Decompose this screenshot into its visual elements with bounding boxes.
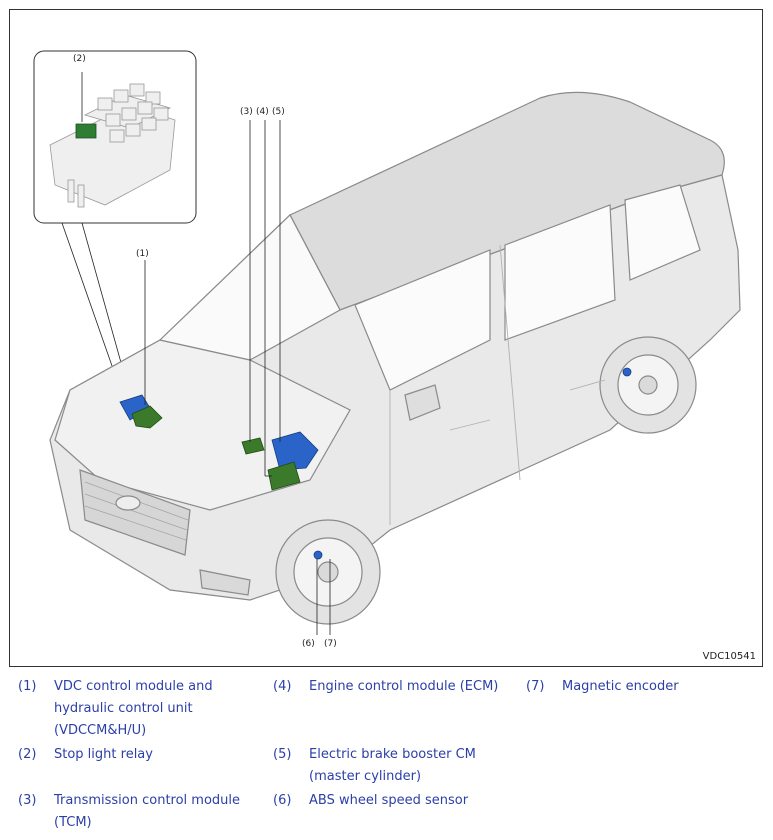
legend-text: Electric brake booster CM (master cylind… [309,747,476,784]
stop-light-relay-mark [75,123,97,139]
legend-text: Transmission control module (TCM) [54,793,241,830]
legend-item-6: (6) ABS wheel speed sensor [273,790,523,812]
legend-text: ABS wheel speed sensor [309,793,469,808]
wheel-sensor-rear [622,367,632,377]
tcm-mark [241,437,265,455]
vehicle-illustration [33,50,741,635]
legend-item-2: (2) Stop light relay [18,744,268,766]
leader-lines [144,120,331,635]
legend-number: (2) [18,747,37,762]
callout-5: (5) [272,107,285,117]
legend-number: (5) [273,747,292,762]
callout-3: (3) [240,107,253,117]
legend-number: (1) [18,679,37,694]
legend-item-5: (5) Electric brake booster CM (master cy… [273,744,523,788]
ecm-mark [267,461,301,491]
legend-number: (7) [526,679,545,694]
legend-item-3: (3) Transmission control module (TCM) [18,790,268,834]
legend-text: Engine control module (ECM) [309,679,499,694]
figure-id: VDC10541 [702,651,756,662]
legend-item-7: (7) Magnetic encoder [526,676,756,698]
callout-7: (7) [324,639,337,649]
legend: (1) VDC control module and hydraulic con… [18,676,763,836]
callout-2: (2) [73,54,86,64]
legend-number: (6) [273,793,292,808]
components [119,367,632,560]
callout-6: (6) [302,639,315,649]
wheel-sensor-front [313,550,323,560]
brake-booster-mark [271,431,319,471]
relay-box-inset [33,50,197,404]
legend-item-4: (4) Engine control module (ECM) [273,676,523,698]
legend-text: Magnetic encoder [562,679,679,694]
component-location-figure: (2) (1) (3) (4) (5) (6) (7) VDC10541 [9,9,763,667]
callout-1: (1) [136,249,149,259]
legend-item-1: (1) VDC control module and hydraulic con… [18,676,268,742]
legend-number: (3) [18,793,37,808]
legend-text: VDC control module and hydraulic control… [54,679,213,738]
callout-4: (4) [256,107,269,117]
legend-number: (4) [273,679,292,694]
legend-text: Stop light relay [54,747,153,762]
